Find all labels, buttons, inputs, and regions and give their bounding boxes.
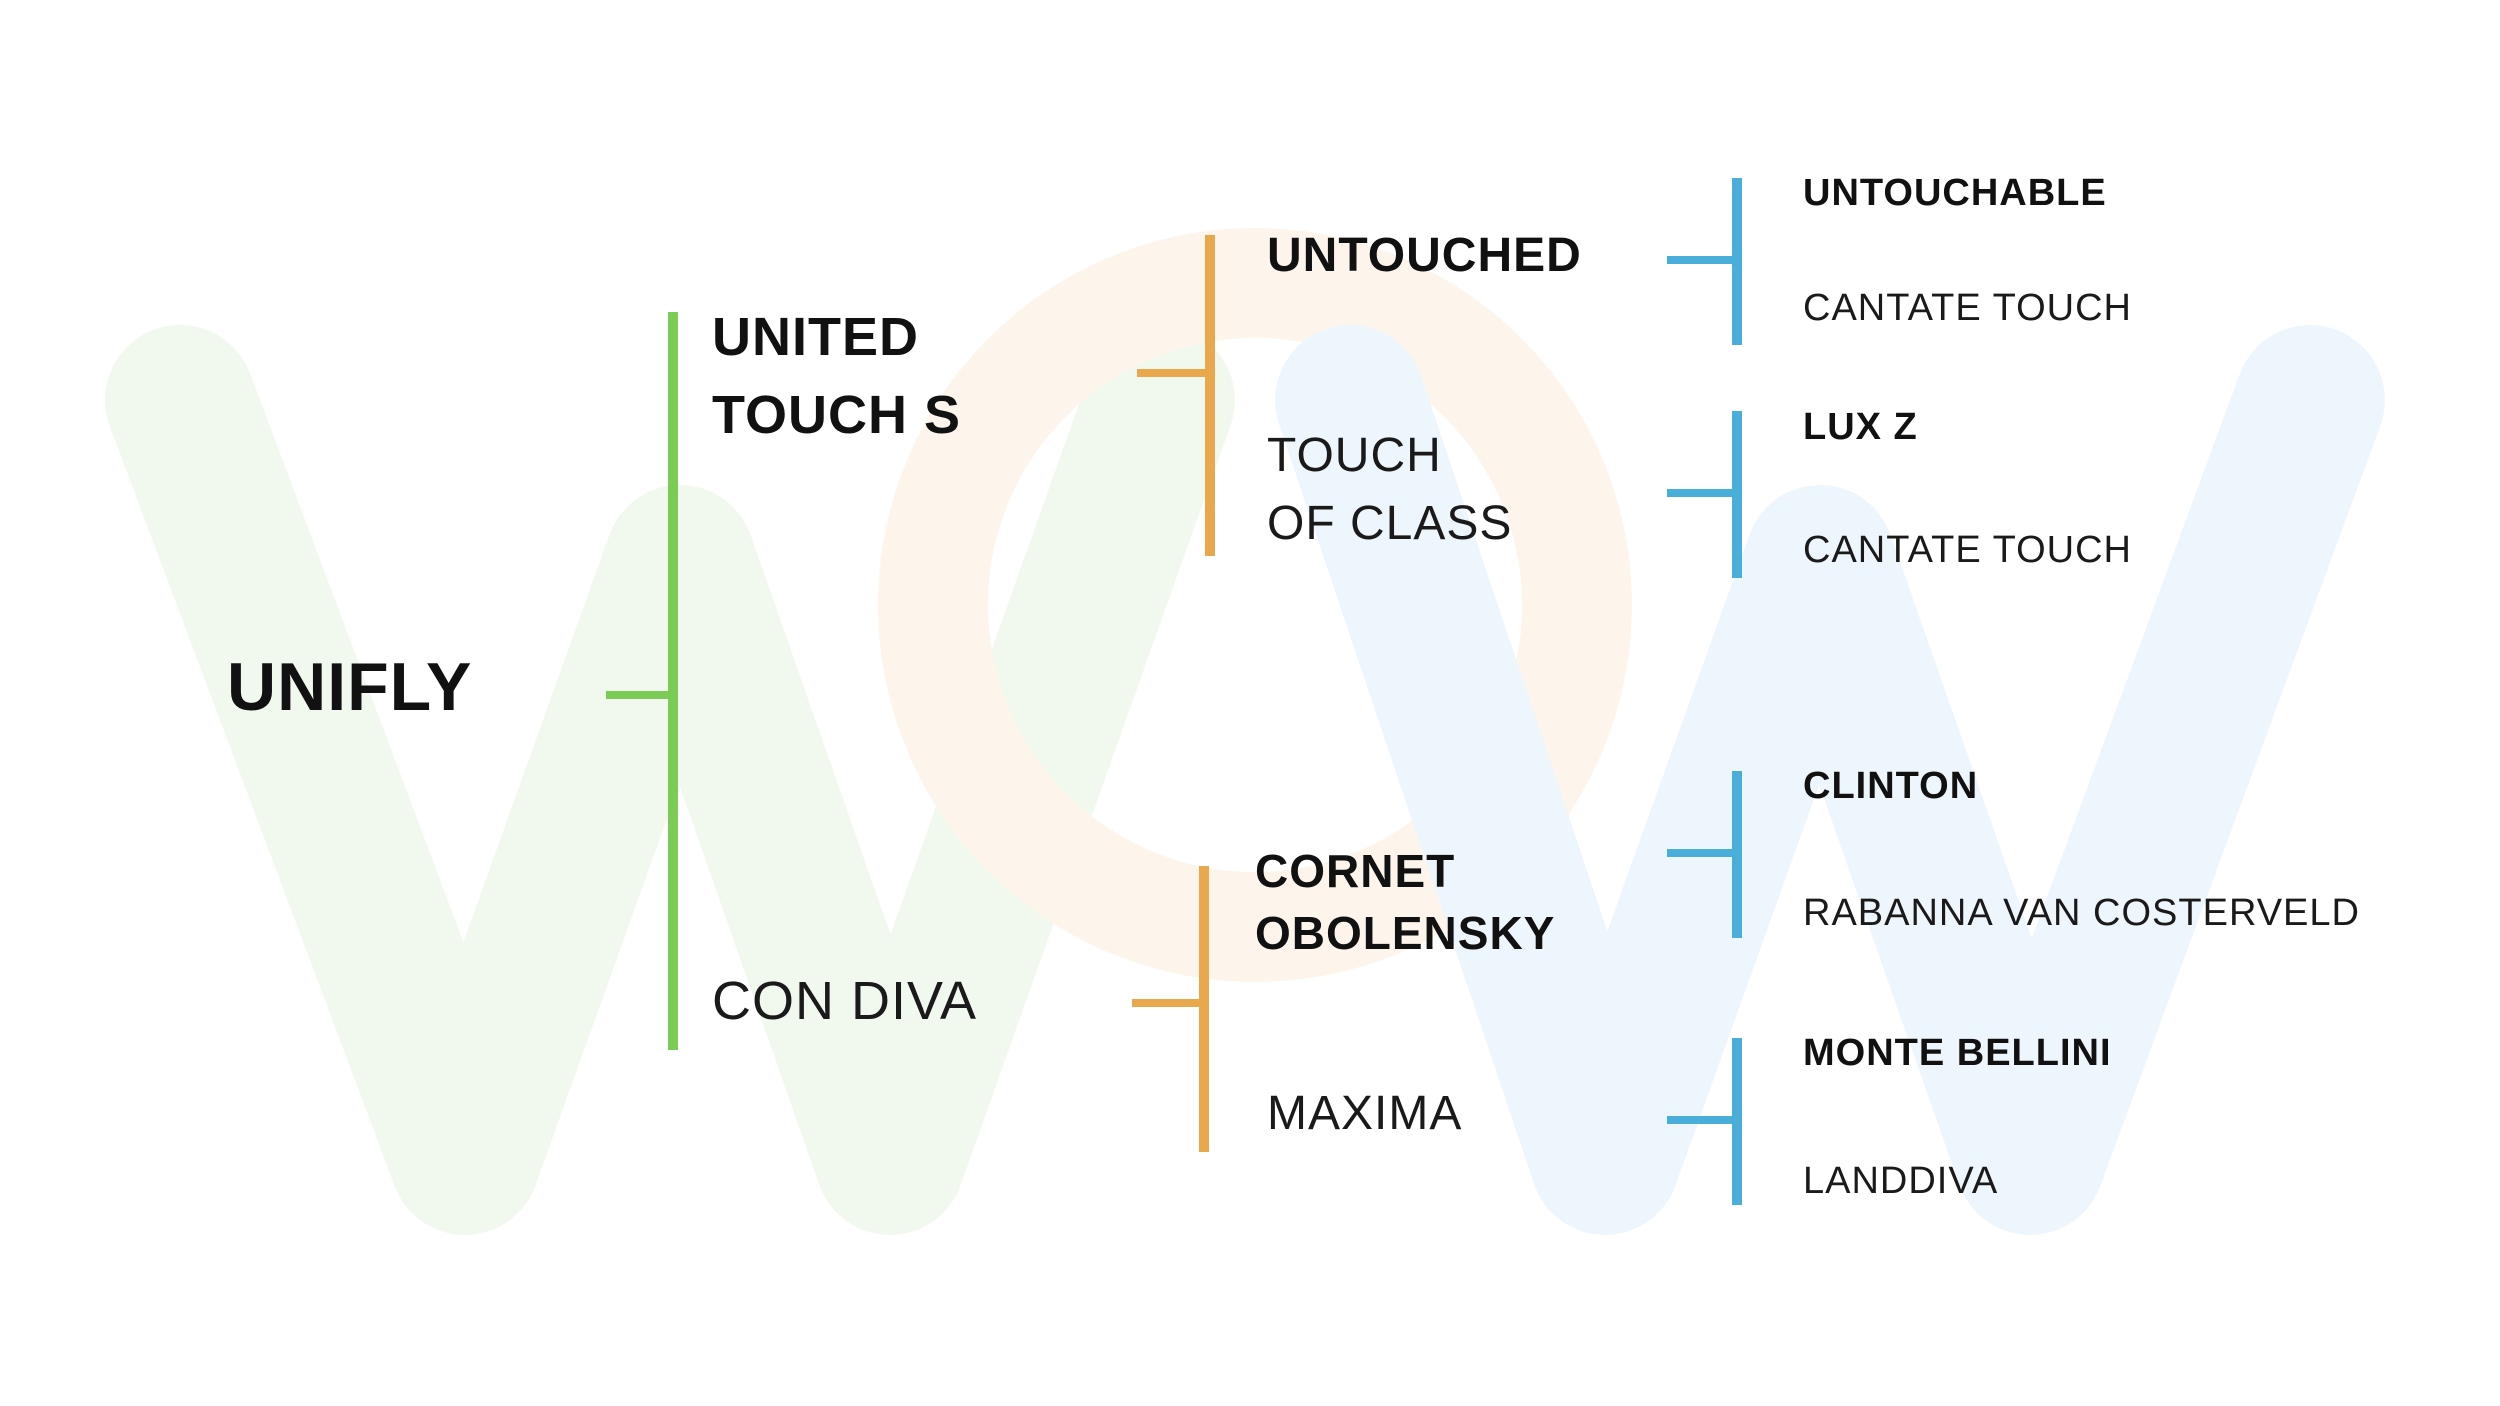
bracket-level3-2 — [1667, 411, 1742, 578]
level3-node-cantate-touch-1: CANTATE TOUCH — [1803, 287, 2132, 329]
node-line: UNTOUCHED — [1267, 229, 1582, 282]
bracket-level2-lower — [1132, 866, 1209, 1152]
level3-node-clinton: CLINTON — [1803, 765, 1979, 807]
level2-node-untouched: UNTOUCHED — [1267, 222, 1582, 290]
node-line: TOUCH S — [712, 385, 962, 445]
node-line: OBOLENSKY — [1255, 907, 1556, 959]
root-node-unifly: UNIFLY — [227, 649, 473, 725]
level3-node-monte-bellini: MONTE BELLINI — [1803, 1032, 2112, 1074]
node-line: OF CLASS — [1267, 497, 1513, 550]
level1-node-united-touch-s: UNITED TOUCH S — [712, 298, 961, 454]
watermark-letter-o — [878, 228, 1632, 982]
level2-node-touch-of-class: TOUCH OF CLASS — [1267, 422, 1512, 558]
level3-node-cantate-touch-2: CANTATE TOUCH — [1803, 529, 2132, 571]
level2-node-maxima: MAXIMA — [1267, 1080, 1462, 1148]
bracket-level3-3 — [1667, 771, 1742, 938]
node-line: CON DIVA — [712, 971, 978, 1031]
level3-node-landdiva: LANDDIVA — [1803, 1160, 1999, 1202]
node-line: UNITED — [712, 307, 919, 367]
bracket-level3-4 — [1667, 1038, 1742, 1205]
bracket-level3-1 — [1667, 178, 1742, 345]
level3-node-rabanna-van-costerveld: RABANNA VAN COSTERVELD — [1803, 892, 2360, 934]
level2-node-cornet-obolensky: CORNET OBOLENSKY — [1255, 840, 1555, 964]
level3-node-lux-z: LUX Z — [1803, 406, 1918, 448]
level3-node-untouchable: UNTOUCHABLE — [1803, 172, 2107, 214]
bracket-level1 — [606, 312, 678, 1050]
node-line: MAXIMA — [1267, 1087, 1463, 1140]
watermark-letter-w-left — [105, 325, 1235, 1235]
node-line: CORNET — [1255, 845, 1456, 897]
watermark-letter-w-right — [1275, 325, 2385, 1235]
level1-node-con-diva: CON DIVA — [712, 962, 977, 1040]
bracket-level2-upper — [1137, 235, 1215, 556]
node-line: TOUCH — [1267, 429, 1442, 482]
